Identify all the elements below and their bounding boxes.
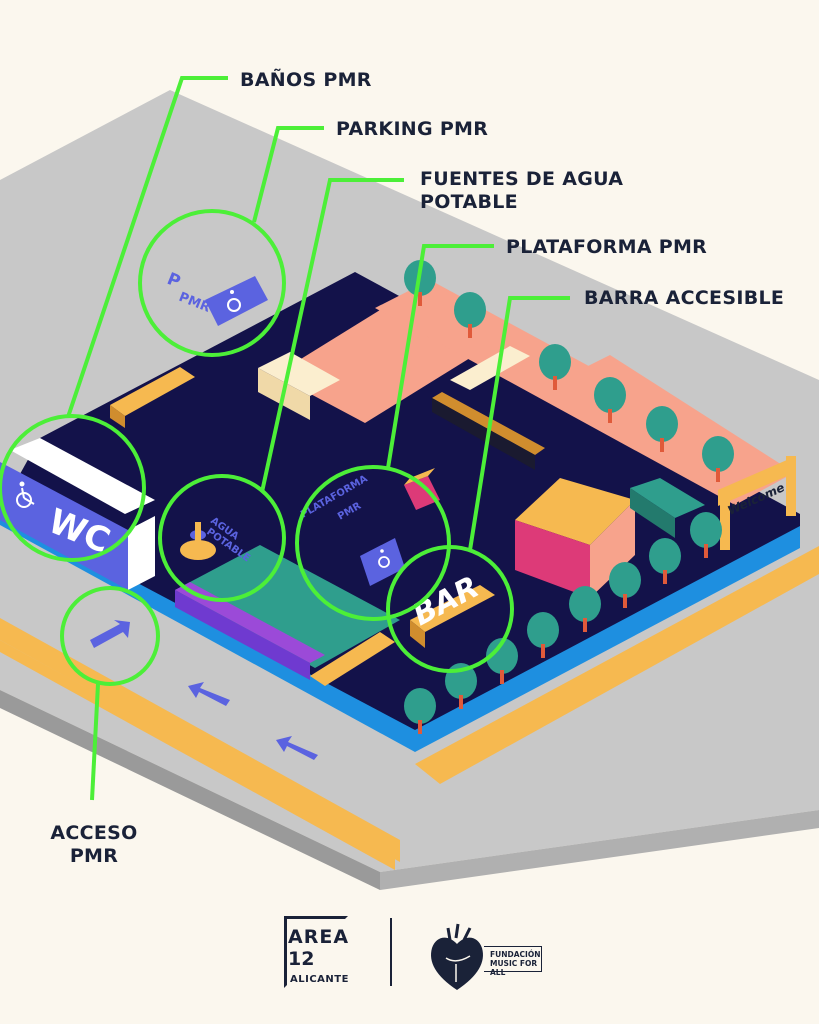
bar-building-left — [515, 520, 590, 598]
callout-text: PARKING PMR — [336, 118, 489, 140]
tree — [486, 638, 518, 684]
wheelchair-icon — [378, 549, 390, 568]
access-arrows — [90, 620, 318, 760]
fountain-base — [180, 540, 216, 560]
callout-text-line2: POTABLE — [420, 191, 518, 213]
leader-banos — [66, 76, 228, 418]
highlight-parking-circle — [138, 209, 286, 357]
highlight-plataforma-circle — [295, 465, 451, 621]
callout-text: BAÑOS PMR — [240, 69, 372, 91]
bar-building-right — [590, 500, 635, 598]
pink-block-top — [404, 468, 435, 485]
tree — [649, 538, 681, 584]
leader-acceso — [90, 683, 100, 801]
callout-text-line1: FUENTES DE AGUA — [420, 168, 624, 190]
footer-divider — [390, 918, 392, 986]
wc-block-side — [128, 516, 155, 590]
teal-bench-front — [630, 488, 675, 538]
fundacion-text2: MUSIC FOR ALL — [490, 959, 538, 977]
bench-dark-body — [432, 398, 535, 470]
tree — [702, 436, 734, 482]
sidewalk-edge-right — [380, 810, 819, 890]
wc-block-top — [10, 438, 155, 514]
road-stripe-left — [0, 618, 400, 862]
pink-walkway-1 — [275, 310, 470, 423]
highlight-fuentes-circle — [158, 474, 286, 602]
bar-counter-front — [410, 620, 425, 648]
callout-barra-accesible: BARRA ACCESIBLE — [584, 287, 784, 310]
callout-parking-pmr: PARKING PMR — [336, 118, 488, 141]
bench-left-front — [110, 405, 125, 428]
plataforma-pad — [360, 538, 405, 586]
callout-plataforma-pmr: PLATAFORMA PMR — [506, 236, 707, 259]
leader-plataforma — [386, 244, 494, 469]
purple-bar-front — [175, 590, 310, 680]
teal-bench — [630, 478, 705, 518]
tree — [690, 512, 722, 558]
callout-banos-pmr: BAÑOS PMR — [240, 69, 372, 92]
callout-text-line2: PMR — [69, 845, 119, 867]
tree — [404, 688, 436, 734]
cream-block-1 — [258, 352, 340, 396]
bar-building-top — [515, 478, 635, 545]
welcome-post-right — [786, 456, 796, 516]
tree — [594, 377, 626, 423]
venue-edge-blue-right — [415, 524, 800, 752]
bar-counter-top — [410, 585, 495, 632]
arrow-icon — [276, 736, 318, 760]
arrow-icon — [188, 682, 230, 706]
callout-text-line1: ACCESO — [50, 822, 138, 844]
pink-block — [404, 476, 440, 510]
bench-bottom — [310, 632, 395, 686]
heart-logo-icon — [431, 923, 483, 990]
fundacion-music-for-all-logo: FUNDACIÓN MUSIC FOR ALL — [484, 946, 542, 977]
leader-barra — [468, 296, 570, 551]
wheelchair-icon — [227, 290, 241, 312]
tree — [527, 612, 559, 658]
fountain-column — [195, 522, 201, 544]
area12-logo: AREA 12 ALICANTE — [284, 916, 350, 990]
highlight-barra-circle — [386, 545, 514, 673]
tree — [609, 562, 641, 608]
leader-fuentes — [260, 178, 404, 493]
fundacion-text1: FUNDACIÓN — [490, 950, 541, 959]
purple-bar — [175, 582, 325, 663]
callout-text: BARRA ACCESIBLE — [584, 287, 785, 309]
tree — [646, 406, 678, 452]
tree — [454, 292, 486, 338]
tree — [539, 344, 571, 390]
welcome-post-left — [720, 490, 730, 550]
highlight-banos-circle — [0, 414, 146, 562]
area12-logo-text3: ALICANTE — [290, 974, 349, 985]
highlight-acceso-circle — [60, 586, 160, 686]
wheelchair-icon — [16, 481, 35, 508]
area12-logo-frame — [284, 916, 348, 988]
bench-left — [110, 367, 195, 416]
road-stripe-right — [415, 546, 819, 784]
cream-block-2 — [450, 346, 530, 390]
teal-area — [175, 545, 400, 668]
area12-logo-text2: 12 — [288, 948, 315, 970]
area12-logo-text1: AREA — [288, 926, 350, 948]
welcome-arch — [718, 456, 796, 506]
callout-text: PLATAFORMA PMR — [506, 236, 708, 258]
highlights — [0, 76, 570, 801]
arrow-icon — [90, 620, 130, 648]
parking-pad — [205, 276, 268, 326]
leader-parking — [252, 126, 324, 223]
trees — [404, 260, 734, 734]
tree — [569, 586, 601, 632]
